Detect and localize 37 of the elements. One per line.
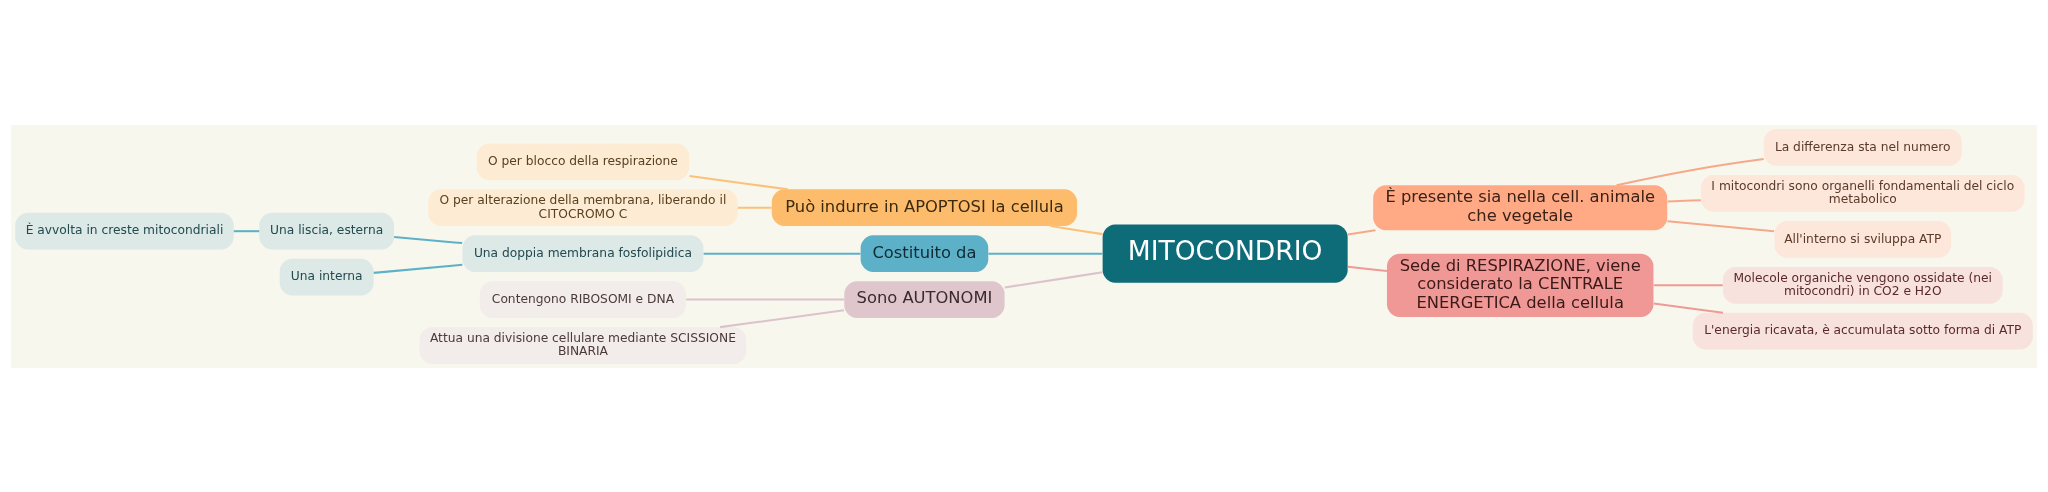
node-box: È avvolta in creste mitocondriali [15,212,234,250]
connector [1347,228,1376,236]
node-box: Una doppia membrana fosfolipidica [462,234,704,272]
node-box: O per blocco della respirazione [476,142,690,180]
connector [1616,157,1764,186]
connector [394,235,463,244]
connector [1667,198,1701,203]
connector [373,263,463,274]
connector [1653,283,1723,286]
node-box: All'interno si sviluppa ATP [1774,220,1952,258]
node-box: Contengono RIBOSOMI e DNA [479,280,687,318]
connector [719,308,845,328]
connector [703,252,861,255]
connector [1050,224,1103,235]
node-box: Una interna [279,258,374,295]
node-box: Costituito da [860,234,989,272]
node-box: Può indurre in APOPTOSI la cellula [771,188,1078,226]
node-box: Molecole organiche vengono ossidate (nei mitocondri) in CO2 e H2O [1722,266,2003,304]
node-box: Sono AUTONOMI [844,280,1005,318]
node-box: È presente sia nella cell. animale che vegetale [1373,184,1668,230]
connector [686,298,845,301]
connector [988,252,1103,255]
node-box: La differenza sta nel numero [1763,128,1962,166]
node-box: Una liscia, esterna [259,212,395,250]
connector [1653,301,1724,314]
connector [233,229,260,232]
connector [689,174,788,190]
connector [737,206,772,209]
connector [1667,219,1775,232]
node-box: I mitocondri sono organelli fondamentali del ciclo metabolico [1700,174,2025,212]
connector [1004,270,1103,288]
node-box: Attua una divisione cellulare mediante SCISSIONE BINARIA [419,326,747,364]
connector [1347,265,1388,272]
node-box: L'energia ricavata, è accumulata sotto forma di ATP [1692,312,2033,350]
node-box: MITOCONDRIO [1102,224,1348,283]
node-box: Sede di RESPIRAZIONE, viene considerato la CENTRALE ENERGETICA della cellula [1386,253,1654,317]
node-box: O per alterazione della membrana, liberando il CITOCROMO C [428,188,738,226]
